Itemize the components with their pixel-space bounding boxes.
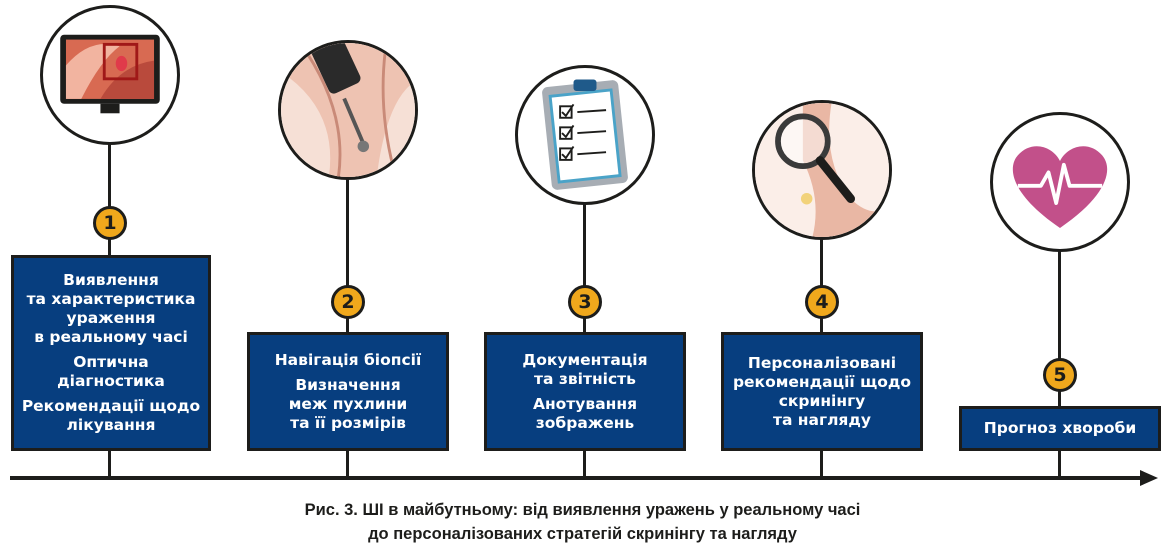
- step-text: Рекомендації щодо лікування: [21, 397, 201, 434]
- connector-line-2: [346, 175, 349, 478]
- step-box-1: Виявлення та характеристика ураження в р…: [11, 255, 211, 451]
- step-box-5: Прогноз хвороби: [959, 406, 1161, 451]
- step-text: Персоналізовані рекомендації щодо скрині…: [732, 353, 912, 429]
- caption-line-1: Рис. 3. ШІ в майбутньому: від виявлення …: [304, 501, 861, 519]
- step-number-badge: 1: [93, 206, 127, 240]
- step-text: Навігація біопсії: [274, 350, 422, 369]
- arrow-right-icon: [1140, 470, 1158, 486]
- step-box-3: Документація та звітність Анотування зоб…: [484, 332, 686, 451]
- step-text: Прогноз хвороби: [983, 419, 1137, 437]
- step-text: Оптична діагностика: [57, 353, 165, 390]
- magnifier-icon: [752, 100, 892, 240]
- timeline-axis: [10, 476, 1145, 480]
- step-box-2: Навігація біопсії Визначення меж пухлини…: [247, 332, 449, 451]
- biopsy-instrument-icon: [278, 40, 418, 180]
- step-text: Виявлення та характеристика ураження в р…: [26, 271, 196, 346]
- heart-pulse-icon: [990, 112, 1130, 252]
- clipboard-checklist-icon: [515, 65, 655, 205]
- step-text: Анотування зображень: [532, 394, 638, 432]
- step-number-badge: 5: [1043, 358, 1077, 392]
- step-text: Визначення меж пухлини та її розмірів: [288, 375, 408, 432]
- step-text: Документація та звітність: [522, 350, 648, 388]
- step-box-4: Персоналізовані рекомендації щодо скрині…: [721, 332, 923, 451]
- monitor-endoscopy-icon: [40, 5, 180, 145]
- figure-caption: Рис. 3. ШІ в майбутньому: від виявлення …: [0, 498, 1165, 546]
- step-number-badge: 4: [805, 285, 839, 319]
- caption-line-2: до персоналізованих стратегій скринінгу …: [368, 525, 797, 543]
- step-number-badge: 2: [331, 285, 365, 319]
- step-number-badge: 3: [568, 285, 602, 319]
